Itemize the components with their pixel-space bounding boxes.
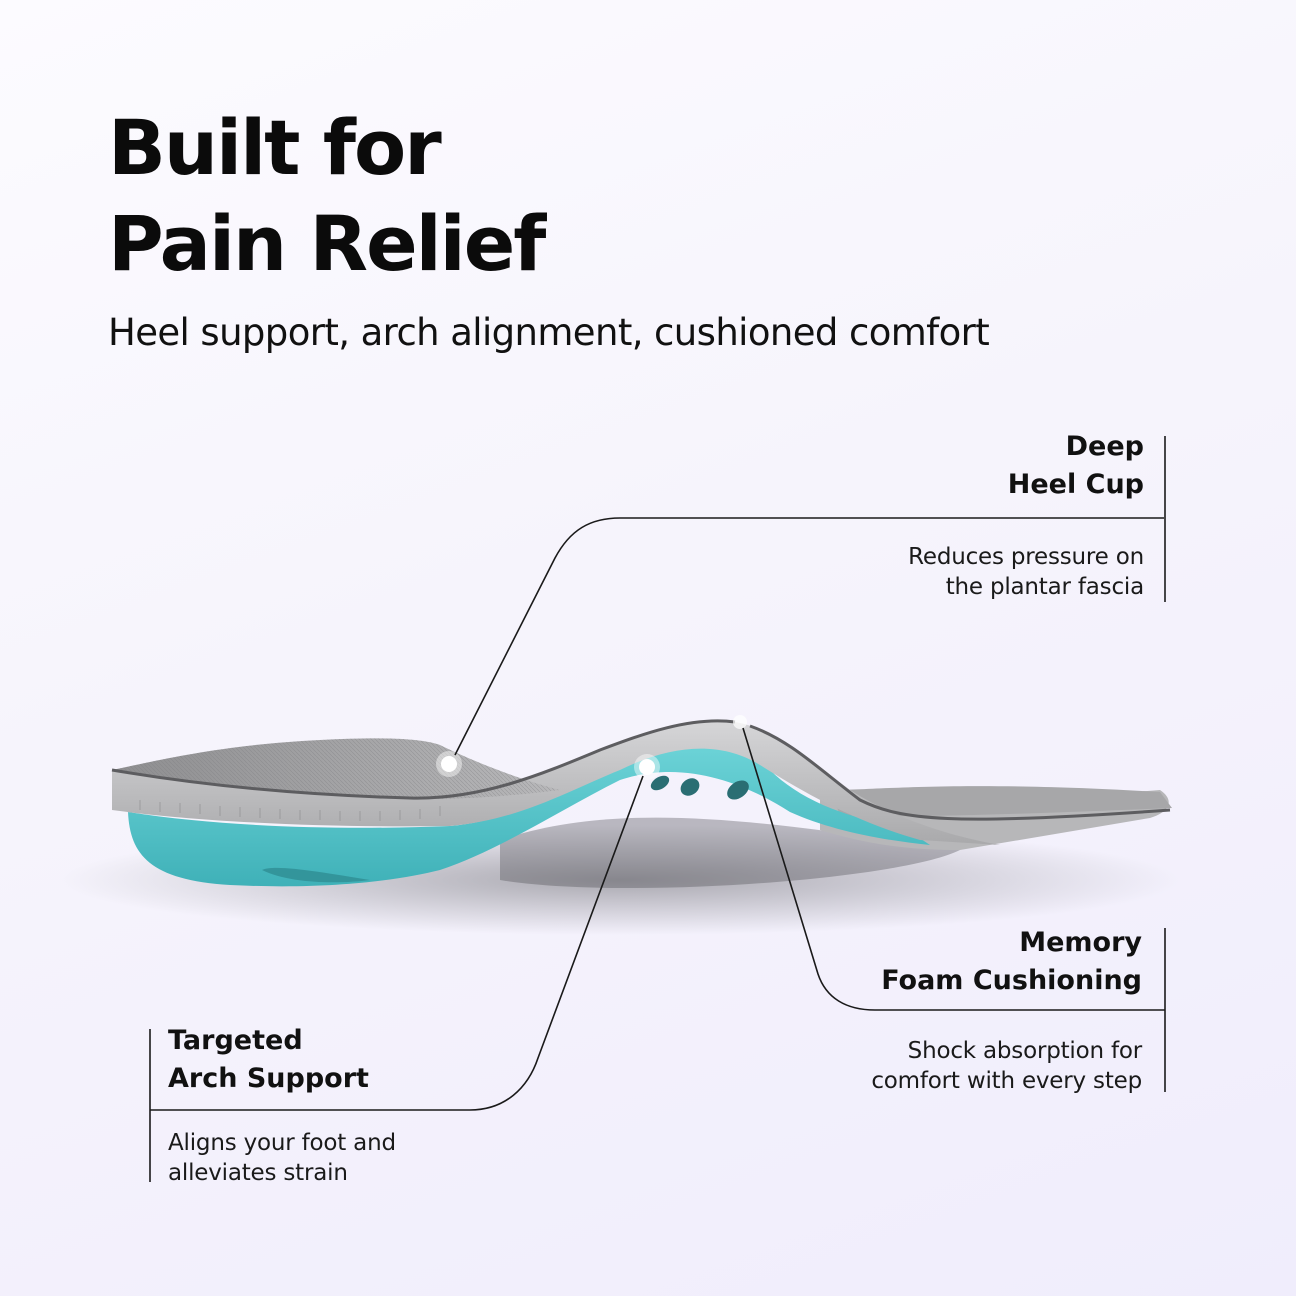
heel-vent [262, 867, 370, 883]
callout-description: Shock absorption for comfort with every … [662, 1036, 1142, 1096]
callout-desc-line: the plantar fascia [945, 574, 1145, 600]
callout-desc-line: alleviates strain [168, 1160, 348, 1186]
callout-desc-line: Aligns your foot and [168, 1130, 396, 1156]
callout-deep-heel-cup: Deep Heel Cup Reduces pressure on the pl… [724, 428, 1144, 602]
hotspot-heel-cup[interactable] [436, 751, 462, 777]
leader-line-arch-support [150, 775, 644, 1111]
callout-title-line: Targeted [168, 1025, 303, 1056]
forefoot-top [830, 786, 1172, 817]
callout-title-line: Heel Cup [1007, 469, 1144, 500]
callout-title: Targeted Arch Support [168, 1022, 588, 1098]
callout-desc-line: Reduces pressure on [908, 544, 1144, 570]
callout-title: Memory Foam Cushioning [662, 924, 1142, 1000]
callout-title: Deep Heel Cup [724, 428, 1144, 504]
leader-line-memory-foam [742, 727, 1165, 1011]
hero-title-line1: Built for [108, 103, 442, 192]
top-edge [111, 719, 1171, 821]
arch-vent [727, 780, 749, 800]
rim-texture [139, 800, 441, 821]
callout-title-line: Memory [1019, 927, 1142, 958]
arch-vent [650, 775, 670, 791]
callout-desc-line: comfort with every step [871, 1068, 1142, 1094]
insole-rim [112, 720, 1000, 845]
hero-subtitle: Heel support, arch alignment, cushioned … [108, 311, 990, 354]
arch-vent [680, 778, 700, 796]
callout-title-line: Foam Cushioning [881, 965, 1142, 996]
callout-desc-line: Shock absorption for [907, 1038, 1143, 1064]
callout-targeted-arch-support: Targeted Arch Support Aligns your foot a… [168, 1022, 588, 1188]
leader-line-heel-cup [454, 517, 1164, 756]
hero-title-line2: Pain Relief [108, 199, 546, 288]
mesh-texture [112, 738, 560, 800]
callout-description: Reduces pressure on the plantar fascia [724, 542, 1144, 602]
hotspot-arch-support[interactable] [634, 754, 660, 780]
hotspot-memory-foam[interactable] [733, 715, 747, 729]
hero-title: Built for Pain Relief [108, 100, 546, 292]
callout-title-line: Deep [1065, 431, 1144, 462]
callout-description: Aligns your foot and alleviates strain [168, 1128, 588, 1188]
callout-memory-foam-cushioning: Memory Foam Cushioning Shock absorption … [662, 924, 1142, 1096]
arch-shell [128, 742, 930, 887]
callout-title-line: Arch Support [168, 1063, 369, 1094]
